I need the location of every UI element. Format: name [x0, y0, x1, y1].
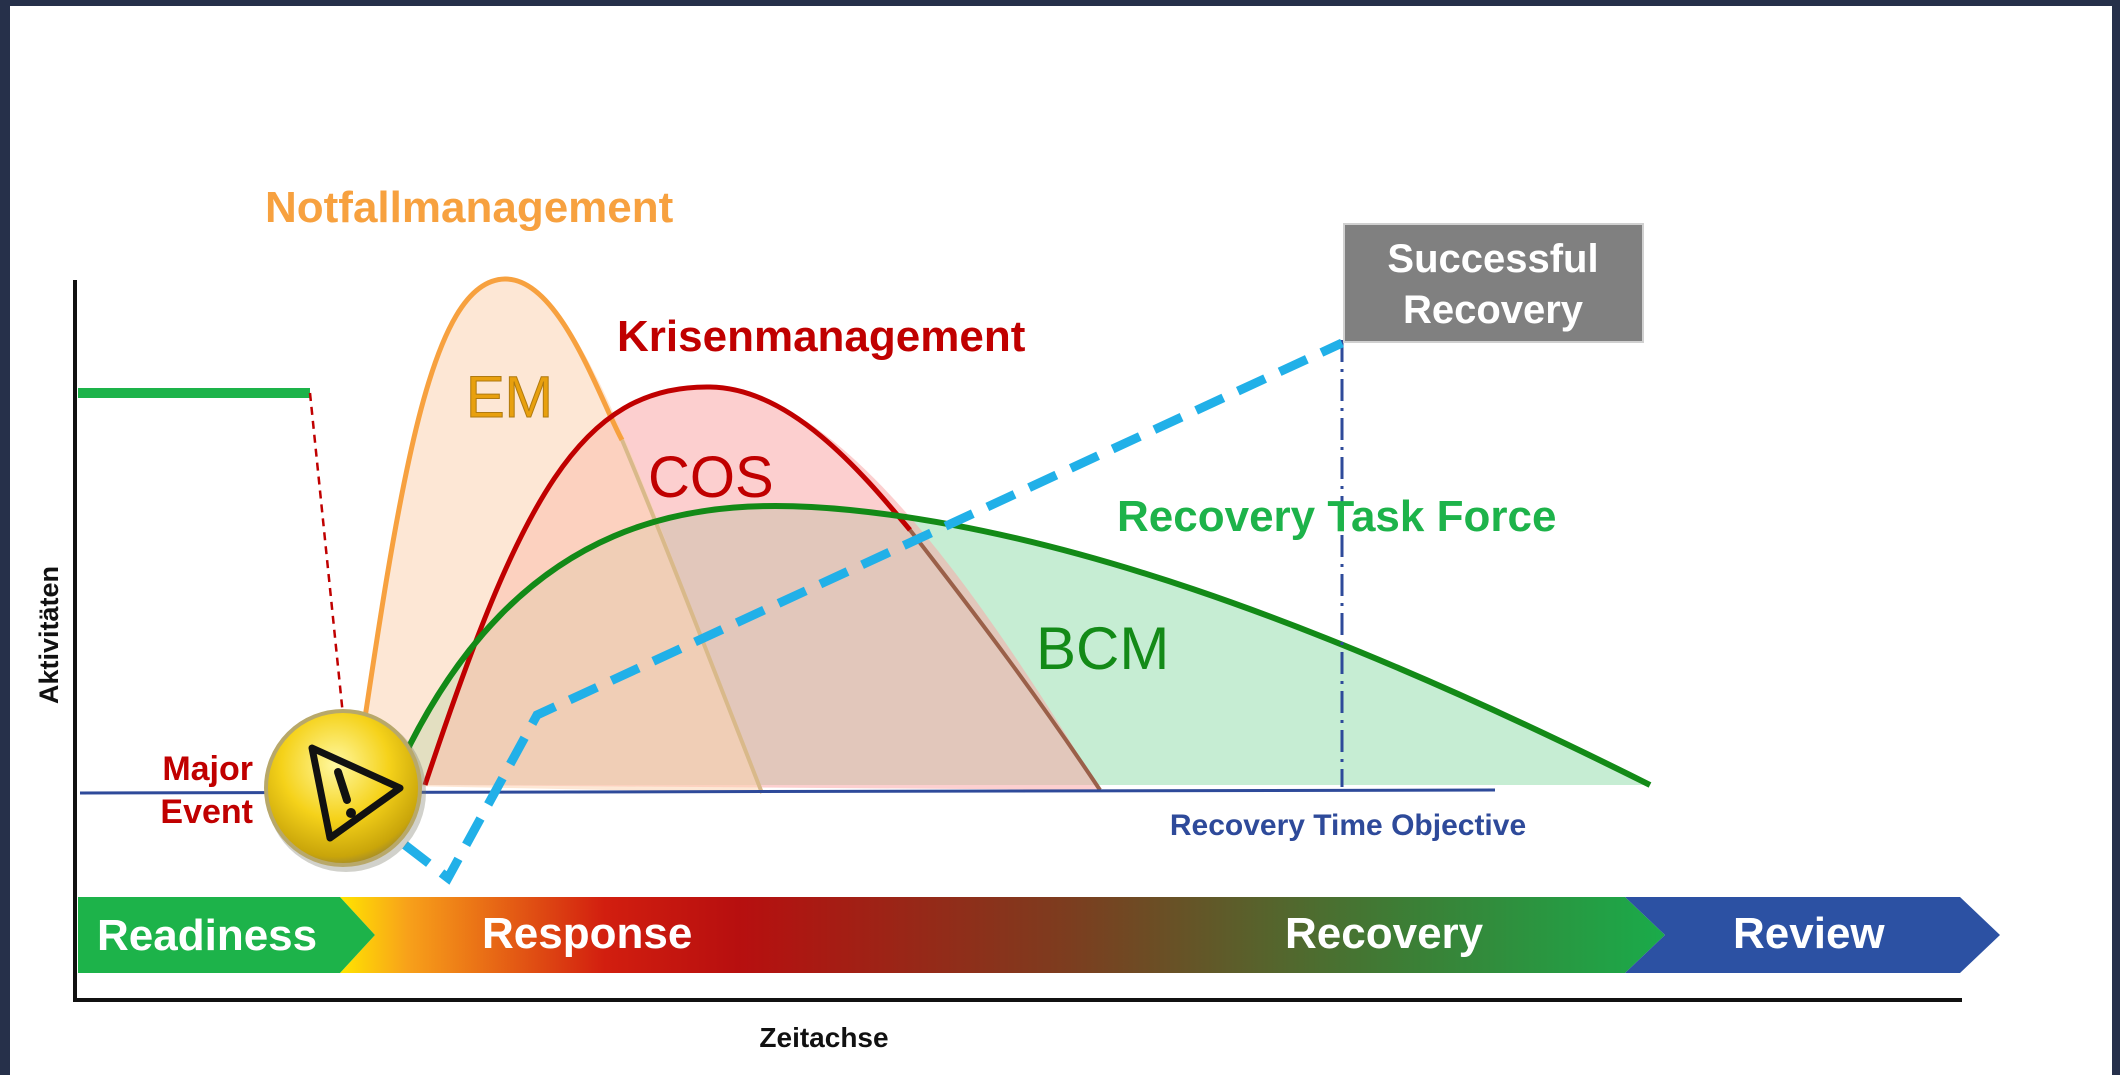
phase-label-response: Response [482, 909, 692, 958]
major-event-label-line2: Event [160, 793, 253, 831]
readiness-drop-line [308, 392, 347, 736]
successful-recovery-box [1343, 223, 1644, 343]
bcm-label: BCM [1036, 615, 1169, 682]
krisenmanagement-title: Krisenmanagement [617, 312, 1026, 361]
cos-curve [422, 384, 912, 786]
phase-label-readiness: Readiness [97, 911, 317, 960]
phase-band: Readiness Response Recovery Review [78, 897, 2000, 973]
notfallmanagement-title: Notfallmanagement [265, 183, 674, 232]
cos-curve-tail [908, 528, 1102, 792]
em-label: EM [466, 365, 553, 430]
successful-recovery-line2: Recovery [1403, 288, 1584, 332]
successful-recovery-line1: Successful [1387, 237, 1598, 281]
warning-icon [264, 709, 426, 872]
x-axis-title: Zeitachse [759, 1022, 888, 1053]
phase-readiness-band [78, 897, 375, 973]
recovery-task-force-title: Recovery Task Force [1117, 492, 1556, 541]
y-axis-title: Aktivitäten [34, 566, 64, 704]
bcm-curve [397, 502, 1652, 788]
major-event-label-line1: Major [162, 750, 253, 788]
phase-response-recovery-band [340, 897, 1665, 973]
phase-label-review: Review [1733, 909, 1885, 958]
phase-review-band [1625, 897, 2000, 973]
recovery-progress-line [402, 338, 1344, 885]
rto-label: Recovery Time Objective [1170, 809, 1526, 842]
em-curve [352, 276, 625, 786]
em-curve-tail [620, 439, 764, 794]
phase-label-recovery: Recovery [1285, 909, 1484, 958]
cos-label: COS [648, 445, 774, 510]
